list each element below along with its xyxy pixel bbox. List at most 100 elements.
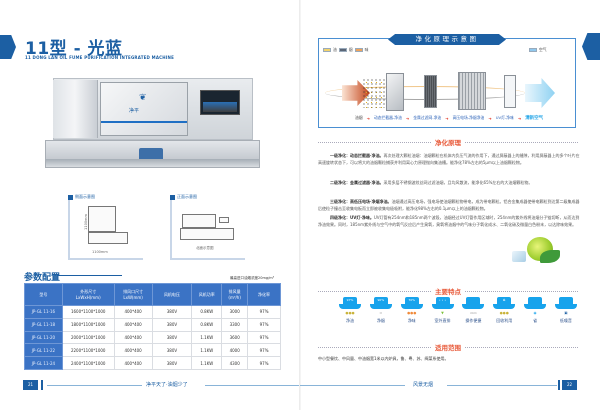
side-height-dimension: 1100mm: [83, 214, 88, 230]
principle-stage3: 三级净化：高低压电场·净烟净油。油烟通过高压电场，强电场使油烟颗粒物带电，成为带…: [318, 199, 580, 211]
page-number-bar: [41, 380, 43, 390]
scope-text: 中小型餐饮、中风量、中油烟宽1米以内炉具，鲁、粤、苏、闽菜系使用。: [318, 356, 449, 361]
table-row: JP-GL 11-20 2000*1100*1000 400*400 380V …: [24, 330, 281, 345]
footer-line: [47, 385, 142, 386]
left-page: 11型 - 光蓝 11 DONG LAN OIL FUME PURIFICATI…: [0, 35, 300, 390]
cell-dimensions: 1800*1100*1000: [61, 317, 115, 332]
cell-power: 1.1KW: [191, 356, 223, 370]
machine-rail: [46, 159, 259, 167]
cell-dimensions: 1600*1100*1000: [61, 305, 115, 319]
arrow-right-icon: ➜: [488, 115, 492, 121]
ice-cube: [512, 251, 526, 262]
side-view-diagram: 侧面示意图 1100mm 1100mm: [68, 194, 143, 260]
cell-airflow: 3300: [221, 317, 249, 332]
arrow-right-icon: ➜: [405, 115, 410, 121]
page-subtitle: 11 DONG LAN OIL FUME PURIFICATION INTEGR…: [25, 55, 174, 60]
machine-side-panel: [53, 80, 98, 138]
cell-efficiency: 97%: [247, 305, 281, 319]
square-bullet-icon: [68, 194, 73, 200]
recycle-hood-icon: ♻: [493, 297, 516, 310]
stage3-electric-field: [458, 72, 486, 110]
cell-model: JP-GL 11-18: [24, 317, 63, 332]
params-divider: [57, 275, 122, 276]
cell-efficiency: 97%: [247, 356, 281, 370]
cell-voltage: 380V: [151, 317, 193, 332]
principle-stage1: 一级净化：动态拦截器·净油。再次处理大颗粒油烟：油烟颗粒在机体内负压气流的作用下…: [318, 153, 580, 165]
leaf-logo-icon: ❦: [139, 93, 147, 103]
cell-airflow: 4300: [221, 356, 249, 370]
hood-icon: 97%: [339, 297, 361, 310]
cell-efficiency: 97%: [247, 330, 281, 345]
hood-icon: [524, 297, 547, 310]
cell-airflow: 4000: [221, 343, 249, 358]
cell-efficiency: 97%: [247, 343, 281, 358]
page-title: 11型 - 光蓝: [25, 39, 123, 59]
cell-model: JP-GL 11-20: [24, 330, 63, 345]
feature-item-recycling: ♻ ●●● 回收利用: [492, 297, 516, 339]
scope-heading: 适用范围: [318, 343, 578, 352]
cell-model: JP-GL 11-24: [24, 356, 63, 370]
hood-icon: 70%: [400, 297, 423, 310]
principle-stage2: 二级净化：金属过滤器·净油。采用多层不锈钢波纹丝网过滤油烟，且均风散流，能净化6…: [330, 180, 533, 185]
machine-door: ❦ 净平: [100, 82, 188, 136]
cell-outlet: 400*400: [113, 330, 153, 345]
features-list: 97% ●●● 净油 90% ≈ 净烟 70% ●●● 净味 • • • ▼ 室…: [338, 297, 578, 339]
spec-table-header: 型号 外形尺寸 LxWxH(mm) 排风口尺寸 LxW(mm) 风机电压 风机功…: [24, 283, 281, 306]
spec-table: 型号 外形尺寸 LxWxH(mm) 排风口尺寸 LxW(mm) 风机电压 风机功…: [24, 283, 281, 370]
header-airflow: 排风量 (m³/h): [221, 283, 249, 306]
page-number-bar: [558, 380, 560, 390]
feature-item-odor: 70% ●●● 净味: [400, 297, 424, 339]
params-note: 最高进口油烟浓度20mg/m³: [230, 276, 275, 280]
cell-model: JP-GL 11-16: [24, 305, 63, 319]
cell-outlet: 400*400: [113, 317, 153, 332]
cell-voltage: 380V: [151, 343, 193, 358]
machine-brand: 净平: [129, 108, 140, 114]
feature-item-low-noise: ▣ 低噪音: [554, 297, 578, 339]
table-row: JP-GL 11-16 1600*1100*1000 400*400 380V …: [24, 305, 281, 319]
footer-line: [300, 385, 405, 386]
mint-leaf: [540, 250, 560, 263]
hood-icon: • • •: [431, 297, 454, 310]
cell-voltage: 380V: [151, 356, 193, 370]
principle-heading: 净化原理: [318, 138, 578, 147]
legend-right: 空气: [529, 47, 547, 53]
cell-power: 0.8KW: [191, 317, 223, 332]
cell-power: 0.8KW: [191, 305, 223, 319]
arrow-right-icon: ➜: [517, 115, 522, 121]
legend-swatch-air: [529, 48, 537, 52]
feature-item-oil: 97% ●●● 净油: [338, 297, 362, 339]
header-model: 型号: [24, 283, 63, 306]
square-bullet-icon: [170, 194, 175, 200]
cell-voltage: 380V: [151, 330, 193, 345]
arrow-right-icon: ➜: [366, 115, 370, 121]
cell-model: JP-GL 11-22: [24, 343, 63, 358]
lime-mint-image: [512, 237, 562, 267]
cell-outlet: 400*400: [113, 305, 153, 319]
footer-slogan-left: 净平天了·油烟少了: [146, 382, 188, 388]
legend-swatch-oil: [323, 48, 331, 52]
legend-swatch-odor: [354, 48, 363, 52]
footer-line: [447, 385, 557, 386]
legend-swatch-smoke: [338, 48, 347, 52]
header-outlet-size: 排风口尺寸 LxW(mm): [113, 283, 153, 306]
cell-power: 1.1KW: [191, 343, 223, 358]
legend-left: 油 烟 味: [323, 47, 368, 53]
header-dimensions: 外形尺寸 LxWxH(mm): [61, 283, 115, 306]
footer-line: [205, 385, 300, 386]
side-sketch-box: [88, 206, 116, 232]
header-voltage: 风机电压: [151, 283, 193, 306]
machine-window: [200, 90, 240, 115]
machine-stripe: [101, 121, 187, 123]
process-steps: 油烟➜ 动态拦截器-净油➜ 金属过滤网-净油➜ 高压电场-净烟净油➜ UV灯-净…: [355, 115, 544, 121]
cell-dimensions: 2400*1100*1000: [61, 356, 115, 370]
side-sketch-hood: [88, 232, 128, 244]
page-number-right: 22: [562, 380, 577, 390]
stage1-interceptor: [386, 73, 404, 111]
stage2-metal-filter: [424, 75, 437, 108]
table-row: JP-GL 11-24 2400*1100*1000 400*400 380V …: [24, 356, 281, 370]
control-panel: [139, 148, 163, 161]
cell-dimensions: 2200*1100*1000: [61, 343, 115, 358]
feature-item-easy-operation: ▭▭ 操作便捷: [461, 297, 485, 339]
feature-item-smoke: 90% ≈ 净烟: [369, 297, 393, 339]
page-number-left: 21: [23, 380, 38, 390]
